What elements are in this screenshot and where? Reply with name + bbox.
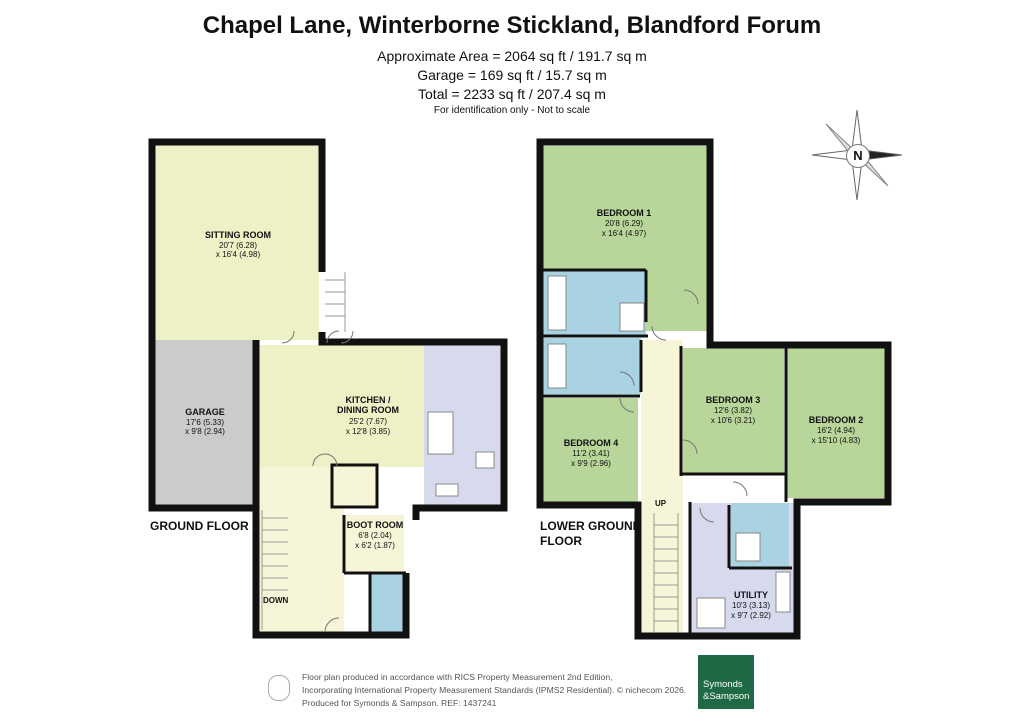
boot-room-dim2: x 6'2 (1.87) — [355, 541, 395, 550]
footer-line-3: Produced for Symonds & Sampson. — [302, 698, 439, 708]
symonds-sampson-logo: Symonds &Sampson — [698, 655, 754, 709]
bedroom-2-label: BEDROOM 2 — [809, 415, 864, 425]
utility-label: UTILITY — [734, 590, 768, 600]
total-area: Total = 2233 sq ft / 207.4 sq m — [418, 86, 606, 102]
logo-line-2: &Sampson — [703, 691, 750, 702]
logo-line-1: Symonds — [703, 679, 743, 690]
footer-line-1: Floor plan produced in accordance with R… — [302, 672, 613, 682]
scale-note: For identification only - Not to scale — [433, 105, 591, 116]
hallway — [258, 467, 344, 632]
stairs-down-label: DOWN — [263, 596, 289, 605]
garage-dim2: x 9'8 (2.94) — [185, 427, 225, 436]
utility-dim2: x 9'7 (2.92) — [731, 611, 771, 620]
accessibility-icon — [268, 675, 290, 701]
sitting-room — [155, 145, 319, 340]
bedroom-3-dim1: 12'6 (3.82) — [714, 406, 752, 415]
bedroom-4-label: BEDROOM 4 — [564, 438, 619, 448]
plan-title: Chapel Lane, Winterborne Stickland, Blan… — [202, 12, 822, 39]
bedroom-3-label: BEDROOM 3 — [706, 395, 761, 405]
bedroom-1-dim1: 20'8 (6.29) — [605, 219, 643, 228]
boot-room-label: BOOT ROOM — [347, 520, 404, 530]
dining-room-label: DINING ROOM — [337, 405, 399, 415]
bedroom-1-dim2: x 16'4 (4.97) — [602, 229, 647, 238]
bedroom-4-dim2: x 9'9 (2.96) — [571, 459, 611, 468]
bedroom-1-label: BEDROOM 1 — [597, 208, 652, 218]
kitchen-dining-room — [258, 345, 424, 467]
landing — [641, 340, 683, 637]
stairs-up-label: UP — [655, 499, 667, 508]
bedroom-4 — [543, 398, 638, 503]
lower-ground-floor-label-1: LOWER GROUND — [540, 519, 642, 533]
footer-text: Floor plan produced in accordance with R… — [302, 671, 692, 710]
wc — [370, 573, 405, 632]
bedroom-3-dim2: x 10'6 (3.21) — [711, 416, 756, 425]
footer-line-2: Incorporating International Property Mea… — [302, 685, 615, 695]
sitting-room-label: SITTING ROOM — [205, 230, 271, 240]
garage-area: Garage = 169 sq ft / 15.7 sq m — [417, 67, 607, 83]
garage-label: GARAGE — [185, 407, 225, 417]
bedroom-3 — [683, 348, 784, 473]
garage-dim1: 17'6 (5.33) — [186, 418, 224, 427]
compass-north-label: N — [846, 144, 870, 168]
ground-floor-plan — [148, 138, 508, 639]
sitting-room-dim2: x 16'4 (4.98) — [216, 250, 261, 259]
boot-room-dim1: 6'8 (2.04) — [358, 531, 392, 540]
footer-copyright: © nichecom 2026. — [616, 685, 687, 695]
bedroom-2 — [787, 348, 885, 498]
lower-ground-floor-plan — [536, 138, 892, 640]
bedroom-2-dim1: 16'2 (4.94) — [817, 426, 855, 435]
sitting-room-dim1: 20'7 (6.28) — [219, 241, 257, 250]
bedroom-2-dim2: x 15'10 (4.83) — [812, 436, 861, 445]
cupboard — [330, 463, 379, 509]
lower-ground-floor-label-2: FLOOR — [540, 534, 582, 548]
bedroom-4-dim1: 11'2 (3.41) — [572, 449, 610, 458]
kitchen-label: KITCHEN / — [346, 395, 391, 405]
kitchen-dim2: x 12'8 (3.85) — [346, 427, 391, 436]
approximate-area: Approximate Area = 2064 sq ft / 191.7 sq… — [377, 48, 647, 64]
kitchen-dim1: 25'2 (7.67) — [349, 417, 387, 426]
ground-floor-label: GROUND FLOOR — [150, 519, 249, 533]
footer-ref: REF: 1437241 — [441, 698, 497, 708]
utility-dim1: 10'3 (3.13) — [732, 601, 770, 610]
boot-room — [344, 515, 404, 573]
garage — [155, 340, 253, 505]
